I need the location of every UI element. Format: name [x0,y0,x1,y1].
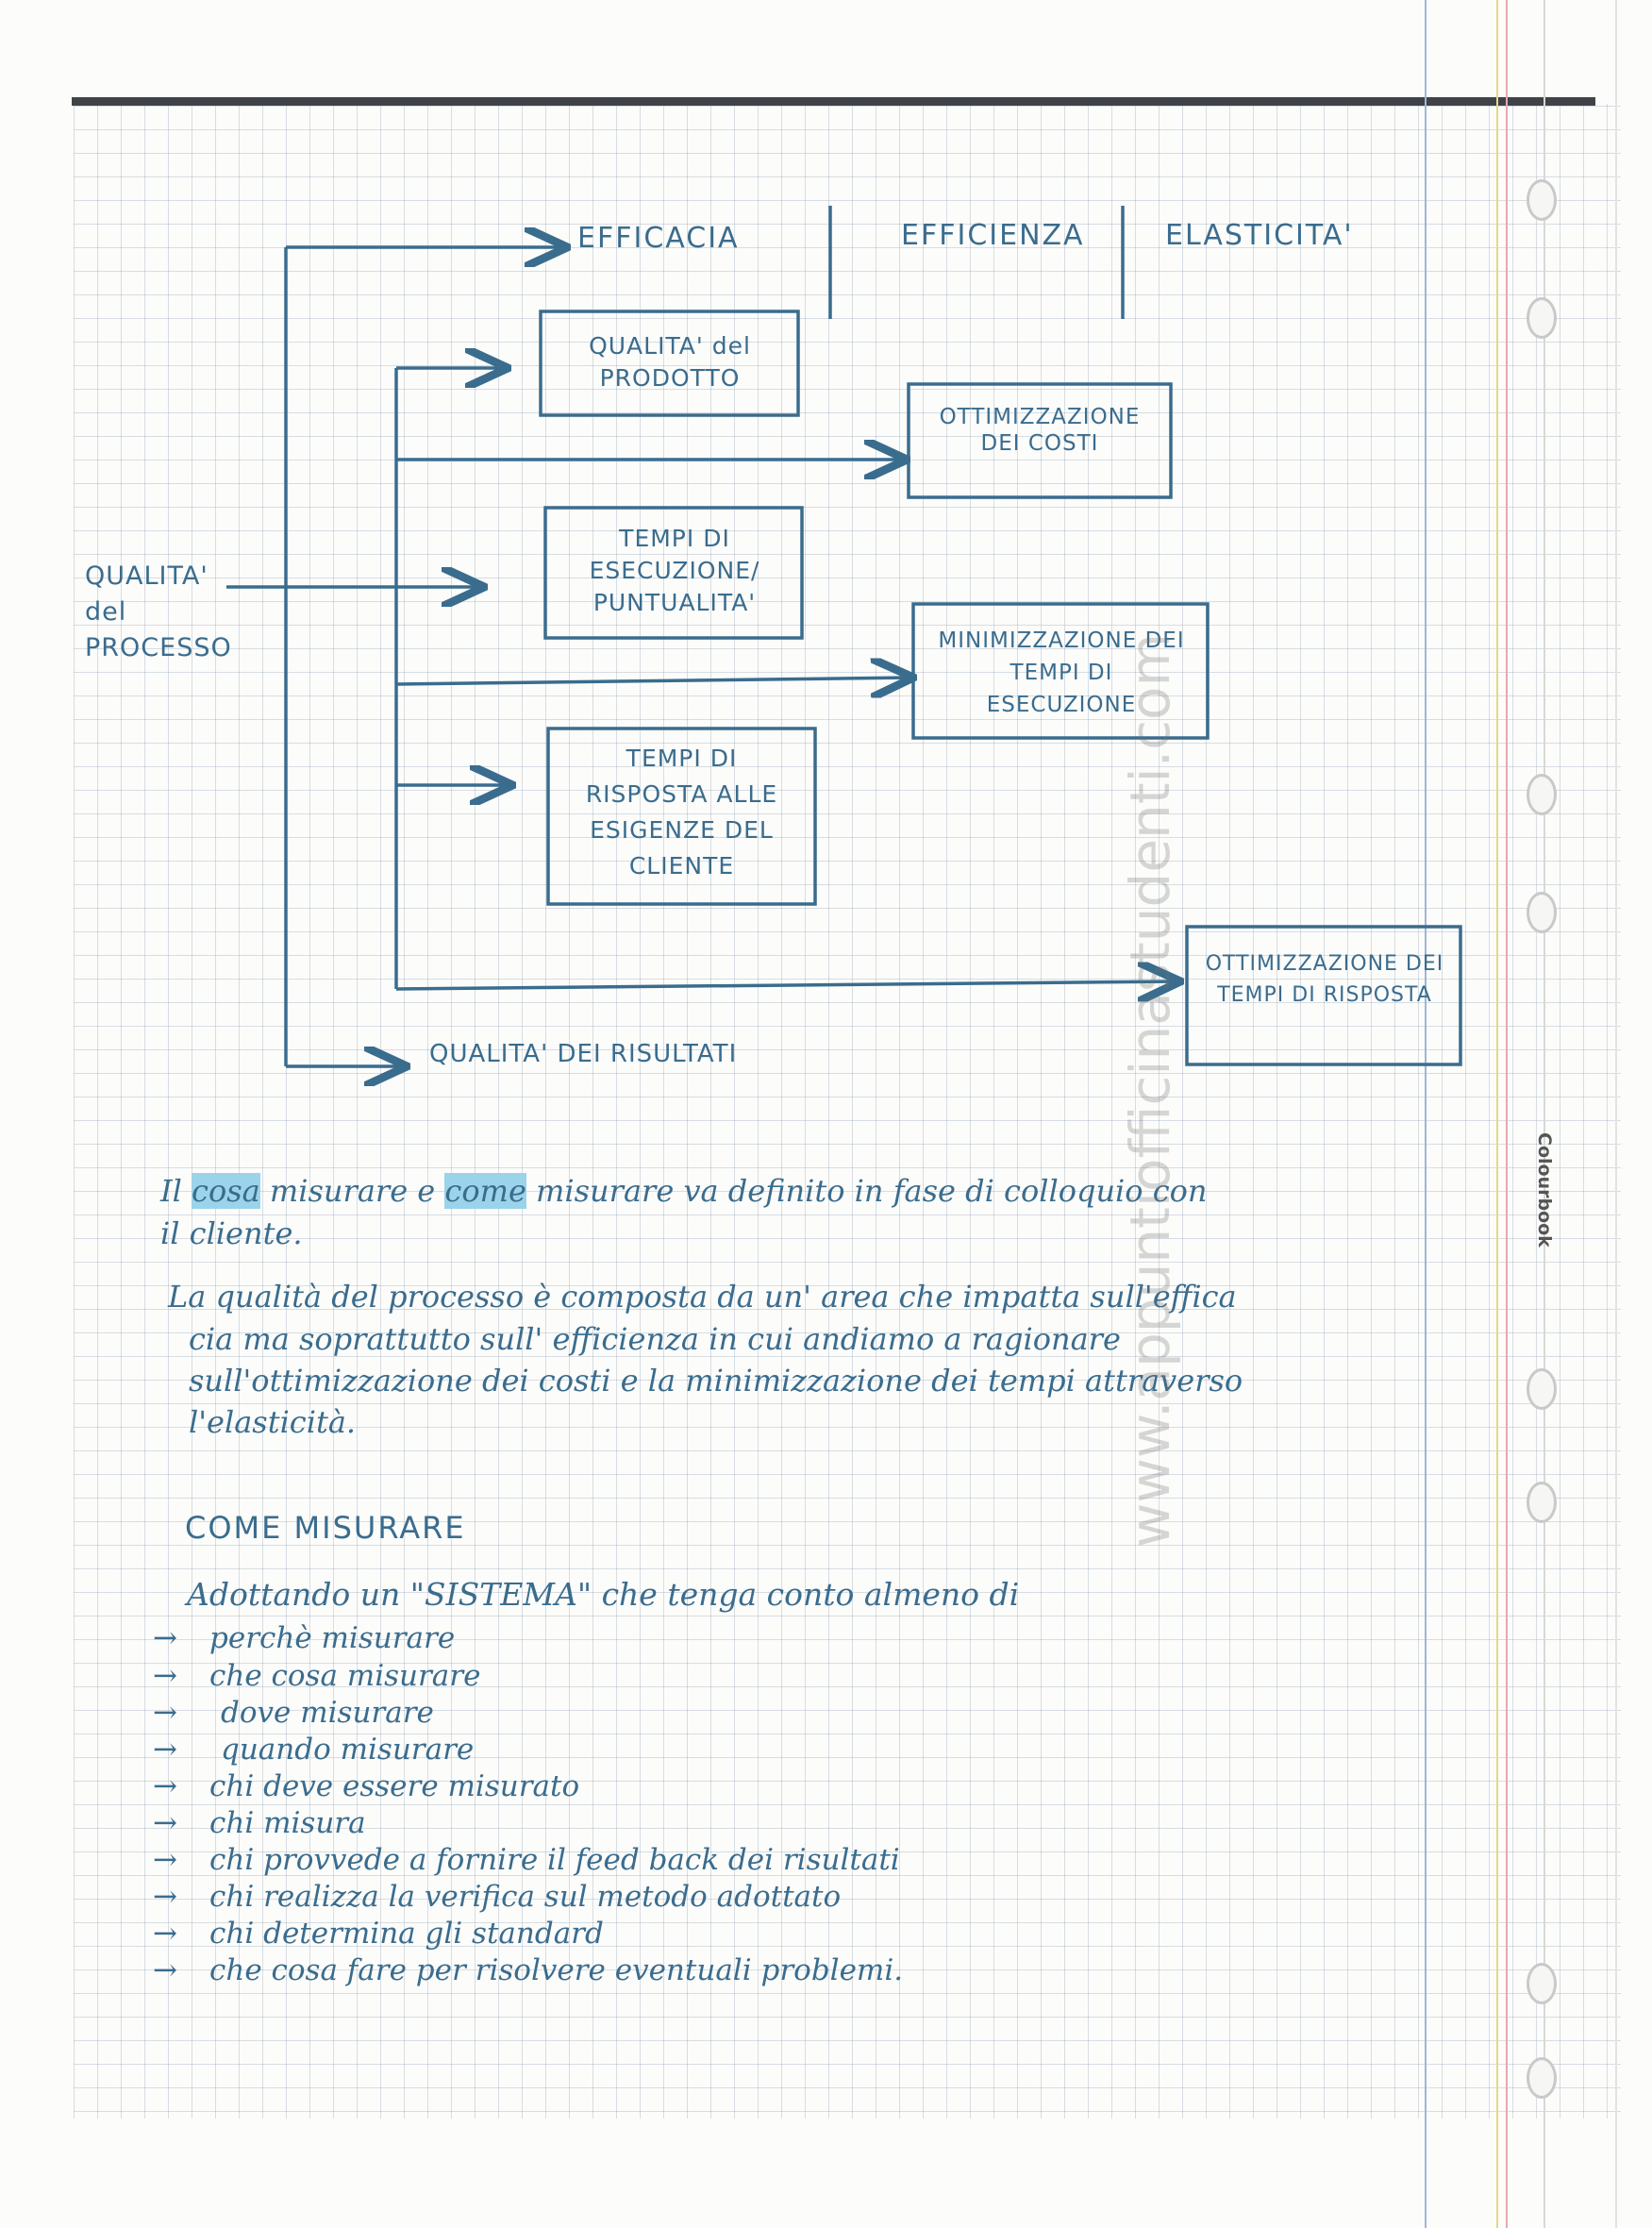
note-p1-start: Il [160,1173,192,1209]
notebook-brand: Colourbook [1534,1132,1555,1248]
arrow-icon: → [153,1917,177,1951]
margin-line-yellow [1496,0,1498,2228]
header-elasticita: ELASTICITA' [1165,219,1354,252]
box-label-tempi-esecuzione: TEMPI DI ESECUZIONE/ PUNTUALITA' [589,525,760,616]
arrow-icon: → [153,1769,177,1803]
header-efficienza: EFFICIENZA [901,219,1085,252]
left-margin [0,0,74,2228]
list-item-label: dove misurare [221,1696,434,1730]
list-item: → chi determina gli standard [153,1917,604,1951]
right-margin [1621,0,1652,2228]
binder-hole [1527,179,1557,221]
binder-hole [1527,892,1557,933]
list-item-label: che cosa fare per risolvere eventuali pr… [209,1953,904,1987]
list-item-label: che cosa misurare [209,1659,481,1693]
arrow-icon: → [153,1733,177,1767]
list-item-label: chi realizza la verifica sul metodo adot… [209,1880,842,1914]
arrow-icon: → [153,1953,177,1987]
list-item-label: chi misura [209,1806,366,1840]
note-paragraph-2-line-3: sull'ottimizzazione dei costi e la minim… [189,1363,1243,1399]
binder-hole [1527,774,1557,815]
binder-hole [1527,1963,1557,2004]
box-ottimizzazione-risposta [1185,925,1462,1066]
list-item: → dove misurare [153,1696,434,1730]
list-item: → chi provvede a fornire il feed back dei… [153,1843,900,1877]
arrow-icon: → [153,1621,177,1655]
list-item: → chi deve essere misurato [153,1769,579,1803]
list-item-label: chi deve essere misurato [209,1769,580,1803]
list-item: → chi misura [153,1806,366,1840]
box-label-ottimizzazione-costi: OTTIMIZZAZIONE DEI COSTI [939,405,1141,456]
section-title-come-misurare: COME MISURARE [185,1510,466,1546]
highlight-come: come [444,1173,526,1209]
bottom-margin [0,2119,1652,2228]
box-label-minimizzazione-tempi: MINIMIZZAZIONE DEI TEMPI DI ESECUZIONE [938,628,1185,717]
source-label-qualita-processo: QUALITA' del PROCESSO [85,561,232,662]
binder-hole [1527,297,1557,339]
list-item-label: chi determina gli standard [209,1917,604,1951]
note-p1-mid: misurare e [259,1173,445,1209]
list-item: → che cosa misurare [153,1659,480,1693]
list-item: → che cosa fare per risolvere eventuali p… [153,1953,903,1987]
arrow-icon: → [153,1659,177,1693]
box-tempi-risposta [546,727,817,906]
section-intro: Adottando un "SISTEMA" che tenga conto a… [187,1576,1020,1613]
margin-line-pink [1506,0,1508,2228]
box-label-qualita-prodotto: QUALITA' del PRODOTTO [589,332,751,392]
margin-line-blue [1425,0,1427,2228]
header-efficacia: EFFICACIA [577,222,740,255]
top-margin [0,0,1652,104]
list-item-label: quando misurare [221,1733,475,1767]
list-item: → perchè misurare [153,1621,455,1655]
watermark: www.appuntiofficinastudenti.com [1118,633,1182,1548]
arrow-icon: → [153,1843,177,1877]
box-label-ottimizzazione-risposta: OTTIMIZZAZIONE DEI TEMPI DI RISPOSTA [1205,952,1444,1007]
box-tempi-esecuzione [543,506,804,640]
box-qualita-prodotto [539,310,800,417]
note-paragraph-2-line-4: l'elasticità. [189,1404,357,1440]
margin-line-gray [1544,0,1545,2228]
highlight-cosa: cosa [192,1173,260,1209]
branch-ottimizzazione-risposta-arrow [395,981,1177,989]
note-paragraph-2-line-1: La qualità del processo è composta da un… [168,1279,1237,1315]
page-edge-line [1615,0,1617,2228]
top-rule [72,97,1595,106]
result-label-qualita-risultati: QUALITA' DEI RISULTATI [429,1040,738,1068]
box-label-tempi-risposta: TEMPI DI RISPOSTA ALLE ESIGENZE DEL CLIE… [585,745,778,879]
binder-hole [1527,1482,1557,1523]
list-item-label: perchè misurare [209,1621,456,1655]
note-paragraph-1-line-2: il cliente. [160,1215,303,1251]
arrow-icon: → [153,1880,177,1914]
binder-hole [1527,2057,1557,2099]
list-item-label: chi provvede a fornire il feed back dei … [209,1843,900,1877]
box-ottimizzazione-costi [907,382,1173,499]
box-minimizzazione-tempi [911,602,1210,740]
list-item: → chi realizza la verifica sul metodo ado… [153,1880,841,1914]
note-paragraph-2-line-2: cia ma soprattutto sull' efficienza in c… [189,1321,1121,1357]
binder-hole [1527,1368,1557,1410]
arrow-icon: → [153,1806,177,1840]
note-paragraph-1-line-1: Il cosa misurare e come misurare va defi… [160,1173,1208,1209]
branch-esecuzione-arrow [395,678,910,684]
note-p1-end: misurare va definito in fase di colloqui… [526,1173,1208,1209]
arrow-icon: → [153,1696,177,1730]
list-item: → quando misurare [153,1733,474,1767]
